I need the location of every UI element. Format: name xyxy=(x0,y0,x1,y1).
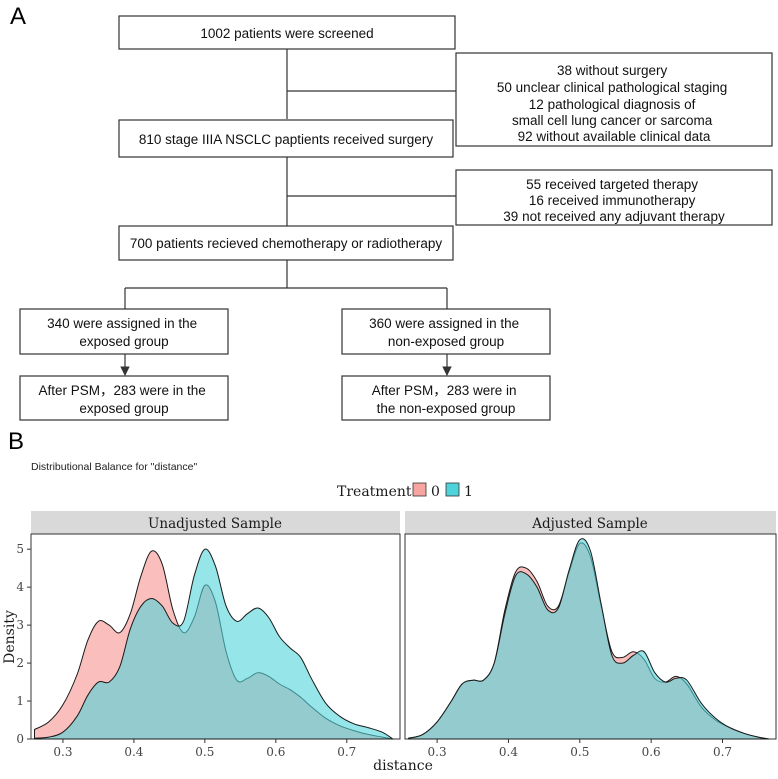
facet-strip-adjusted xyxy=(405,511,776,534)
line: After PSM，283 were in xyxy=(372,383,517,398)
line: small cell lung cancer or sarcoma xyxy=(512,113,713,128)
y-tick-label: 4 xyxy=(16,580,24,594)
line: 1002 patients were screened xyxy=(200,26,373,41)
text-nonexposed: 360 were assigned in the non-exposed gro… xyxy=(369,316,523,349)
box-exposed xyxy=(19,308,229,355)
x-tick-label-unadjusted: 0.7 xyxy=(337,745,356,759)
density-unadjusted-treatment-1 xyxy=(34,548,395,740)
line: non-exposed group xyxy=(388,334,504,349)
text-surgery: 810 stage IIIA NSCLC paptients received … xyxy=(139,132,433,147)
line: 55 received targeted therapy xyxy=(526,177,698,192)
x-tick-label-unadjusted: 0.6 xyxy=(266,745,285,759)
line: 700 patients recieved chemotherapy or ra… xyxy=(130,236,442,251)
density-layer xyxy=(34,538,769,740)
text-excluded-2: 55 received targeted therapy 16 received… xyxy=(503,177,725,224)
line: 50 unclear clinical pathological staging xyxy=(497,80,727,95)
legend-label-1: 1 xyxy=(464,484,473,500)
flow-connectors xyxy=(120,49,456,376)
y-tick-label: 0 xyxy=(16,732,24,746)
density-adjusted-treatment-1 xyxy=(408,538,769,740)
x-tick-label-adjusted: 0.3 xyxy=(428,745,447,759)
panel-b-label: B xyxy=(8,428,24,455)
line: exposed group xyxy=(79,334,168,349)
legend-title: Treatment xyxy=(337,484,412,500)
box-psm-nonexposed xyxy=(341,375,551,421)
x-tick-label-adjusted: 0.7 xyxy=(713,745,732,759)
line: the non-exposed group xyxy=(377,401,516,416)
box-psm-exposed xyxy=(19,375,229,421)
y-tick-label: 3 xyxy=(16,618,24,632)
text-chemo: 700 patients recieved chemotherapy or ra… xyxy=(130,236,442,251)
line: 12 pathological diagnosis of xyxy=(529,97,696,112)
panel-a-label: A xyxy=(10,3,26,30)
x-tick-label-adjusted: 0.6 xyxy=(642,745,661,759)
y-tick-label: 5 xyxy=(16,542,24,556)
line: 39 not received any adjuvant therapy xyxy=(503,209,725,224)
line: 38 without surgery xyxy=(557,63,668,78)
box-chemo xyxy=(118,225,454,261)
box-excluded-1 xyxy=(455,52,773,147)
box-screened xyxy=(118,15,456,50)
line: 16 received immunotherapy xyxy=(529,193,696,208)
axis-layer: 0.3 0.4 0.5 0.6 0.7 0 1 2 3 4 5 0.3 0.4 0.5 0.6 0.7 xyxy=(16,542,732,759)
x-tick-label-adjusted: 0.5 xyxy=(570,745,589,759)
text-psm-exposed: After PSM，283 were in the exposed group xyxy=(38,383,209,416)
line: After PSM，283 were in the xyxy=(38,383,205,398)
box-excluded-2 xyxy=(455,169,773,226)
line: 92 without available clinical data xyxy=(518,129,711,144)
line: 360 were assigned in the xyxy=(369,316,519,331)
y-tick-label: 2 xyxy=(16,656,24,670)
facet-strip-unadjusted xyxy=(31,511,400,534)
line: exposed group xyxy=(79,401,168,416)
facet-title-unadjusted: Unadjusted Sample xyxy=(148,516,282,532)
legend-label-0: 0 xyxy=(431,484,440,500)
text-excluded-1: 38 without surgery 50 unclear clinical p… xyxy=(497,63,731,144)
box-surgery xyxy=(118,119,454,158)
legend-swatch-0 xyxy=(412,482,427,497)
text-screened: 1002 patients were screened xyxy=(200,26,373,41)
x-tick-label-adjusted: 0.4 xyxy=(499,745,518,759)
facet-title-adjusted: Adjusted Sample xyxy=(531,516,648,532)
legend-swatch-1 xyxy=(445,482,460,497)
line: 810 stage IIIA NSCLC paptients received … xyxy=(139,132,433,147)
x-axis-title: distance xyxy=(373,758,433,774)
x-tick-label-unadjusted: 0.3 xyxy=(53,745,72,759)
facet-strips: Unadjusted Sample Adjusted Sample xyxy=(31,511,776,534)
text-exposed: 340 were assigned in the exposed group xyxy=(47,316,201,349)
flow-box-texts: 1002 patients were screened 38 without s… xyxy=(38,26,731,416)
x-tick-label-unadjusted: 0.4 xyxy=(124,745,143,759)
y-tick-label: 1 xyxy=(16,694,24,708)
y-axis-title: Density xyxy=(2,610,18,664)
box-nonexposed xyxy=(341,308,551,355)
chart-title: Distributional Balance for "distance" xyxy=(31,461,197,473)
legend: Treatment 0 1 xyxy=(337,482,473,500)
x-tick-label-unadjusted: 0.5 xyxy=(195,745,214,759)
text-psm-nonexposed: After PSM，283 were in the non-exposed gr… xyxy=(372,383,521,416)
line: 340 were assigned in the xyxy=(47,316,197,331)
flow-boxes xyxy=(19,15,773,421)
